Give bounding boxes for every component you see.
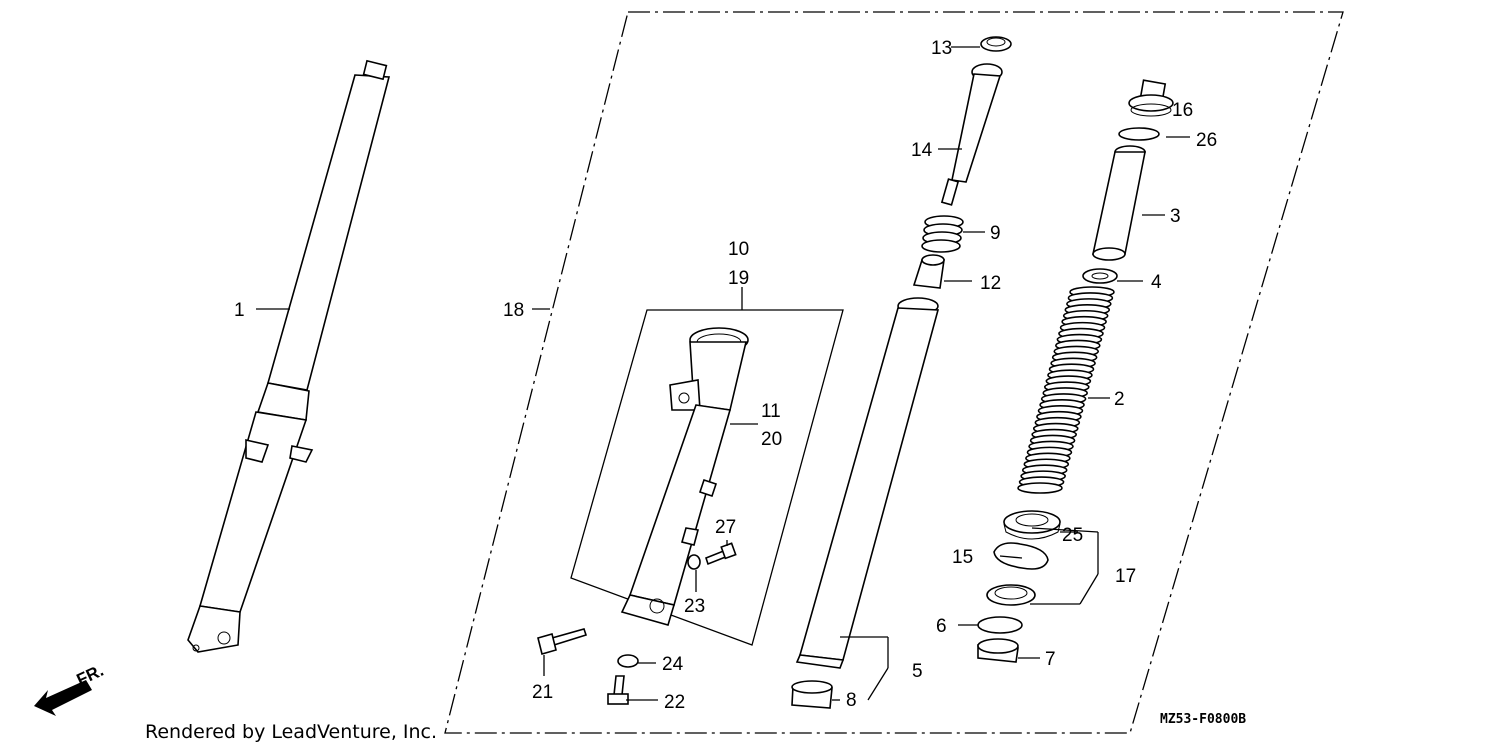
bolt-part[interactable] (607, 675, 629, 705)
slide-bushing-part[interactable] (791, 680, 833, 709)
callout-20: 20 (761, 429, 782, 450)
oil-lock-piece-part[interactable] (912, 254, 945, 289)
callout-27: 27 (715, 517, 736, 538)
callout-9: 9 (990, 223, 1001, 244)
fork-assembly-part[interactable] (187, 59, 391, 653)
fork-bolt-part[interactable] (1128, 79, 1174, 117)
diagram-code: MZ53-F0800B (1160, 712, 1246, 727)
assembly-boundary (444, 11, 1344, 734)
spacer-collar-part[interactable] (1092, 145, 1146, 261)
oil-seal-stop-ring-part[interactable] (993, 542, 1049, 570)
callout-17: 17 (1115, 566, 1136, 587)
callout-4: 4 (1151, 272, 1162, 293)
damper-rod-part[interactable] (940, 63, 1003, 206)
callout-6: 6 (936, 616, 947, 637)
callout-5: 5 (912, 661, 923, 682)
callout-26: 26 (1196, 130, 1217, 151)
callout-19: 19 (728, 268, 749, 289)
o-ring-part[interactable] (1118, 127, 1160, 141)
front-direction-arrow-icon (34, 680, 92, 716)
callout-21: 21 (532, 682, 553, 703)
callout-7: 7 (1045, 649, 1056, 670)
guide-bushing-part[interactable] (977, 638, 1019, 663)
callout-15: 15 (952, 547, 973, 568)
fork-pipe-part[interactable] (795, 297, 940, 669)
callout-10: 10 (728, 239, 749, 260)
slider-subassembly-boundary (570, 309, 844, 646)
spring-seat-part[interactable] (1082, 268, 1118, 284)
attribution-text: Rendered by LeadVenture, Inc. (145, 721, 437, 743)
callout-2: 2 (1114, 389, 1125, 410)
sealing-washer-part[interactable] (687, 554, 701, 570)
fork-slider-part[interactable] (620, 327, 749, 626)
callout-8: 8 (846, 690, 857, 711)
callout-18: 18 (503, 300, 524, 321)
callout-3: 3 (1170, 206, 1181, 227)
callout-13: 13 (931, 38, 952, 59)
callout-25: 25 (1062, 525, 1083, 546)
callout-11: 11 (761, 401, 781, 422)
collar-part[interactable] (980, 36, 1012, 52)
drain-bolt-part[interactable] (705, 542, 737, 566)
callout-16: 16 (1172, 100, 1193, 121)
leader-lines (256, 46, 1190, 701)
callout-12: 12 (980, 273, 1001, 294)
back-up-ring-part[interactable] (977, 616, 1023, 634)
callout-1: 1 (234, 300, 245, 321)
socket-bolt-part[interactable] (537, 628, 588, 655)
washer-part[interactable] (617, 654, 639, 668)
fork-spring-part[interactable] (1017, 286, 1115, 494)
rebound-spring-part[interactable] (921, 215, 964, 253)
callout-14: 14 (911, 140, 933, 161)
callout-24: 24 (662, 654, 684, 675)
callout-23: 23 (684, 596, 705, 617)
oil-seal-part[interactable] (986, 584, 1036, 606)
spring-coil (1017, 482, 1063, 494)
callout-22: 22 (664, 692, 685, 713)
dust-seal-part[interactable] (1003, 510, 1061, 540)
